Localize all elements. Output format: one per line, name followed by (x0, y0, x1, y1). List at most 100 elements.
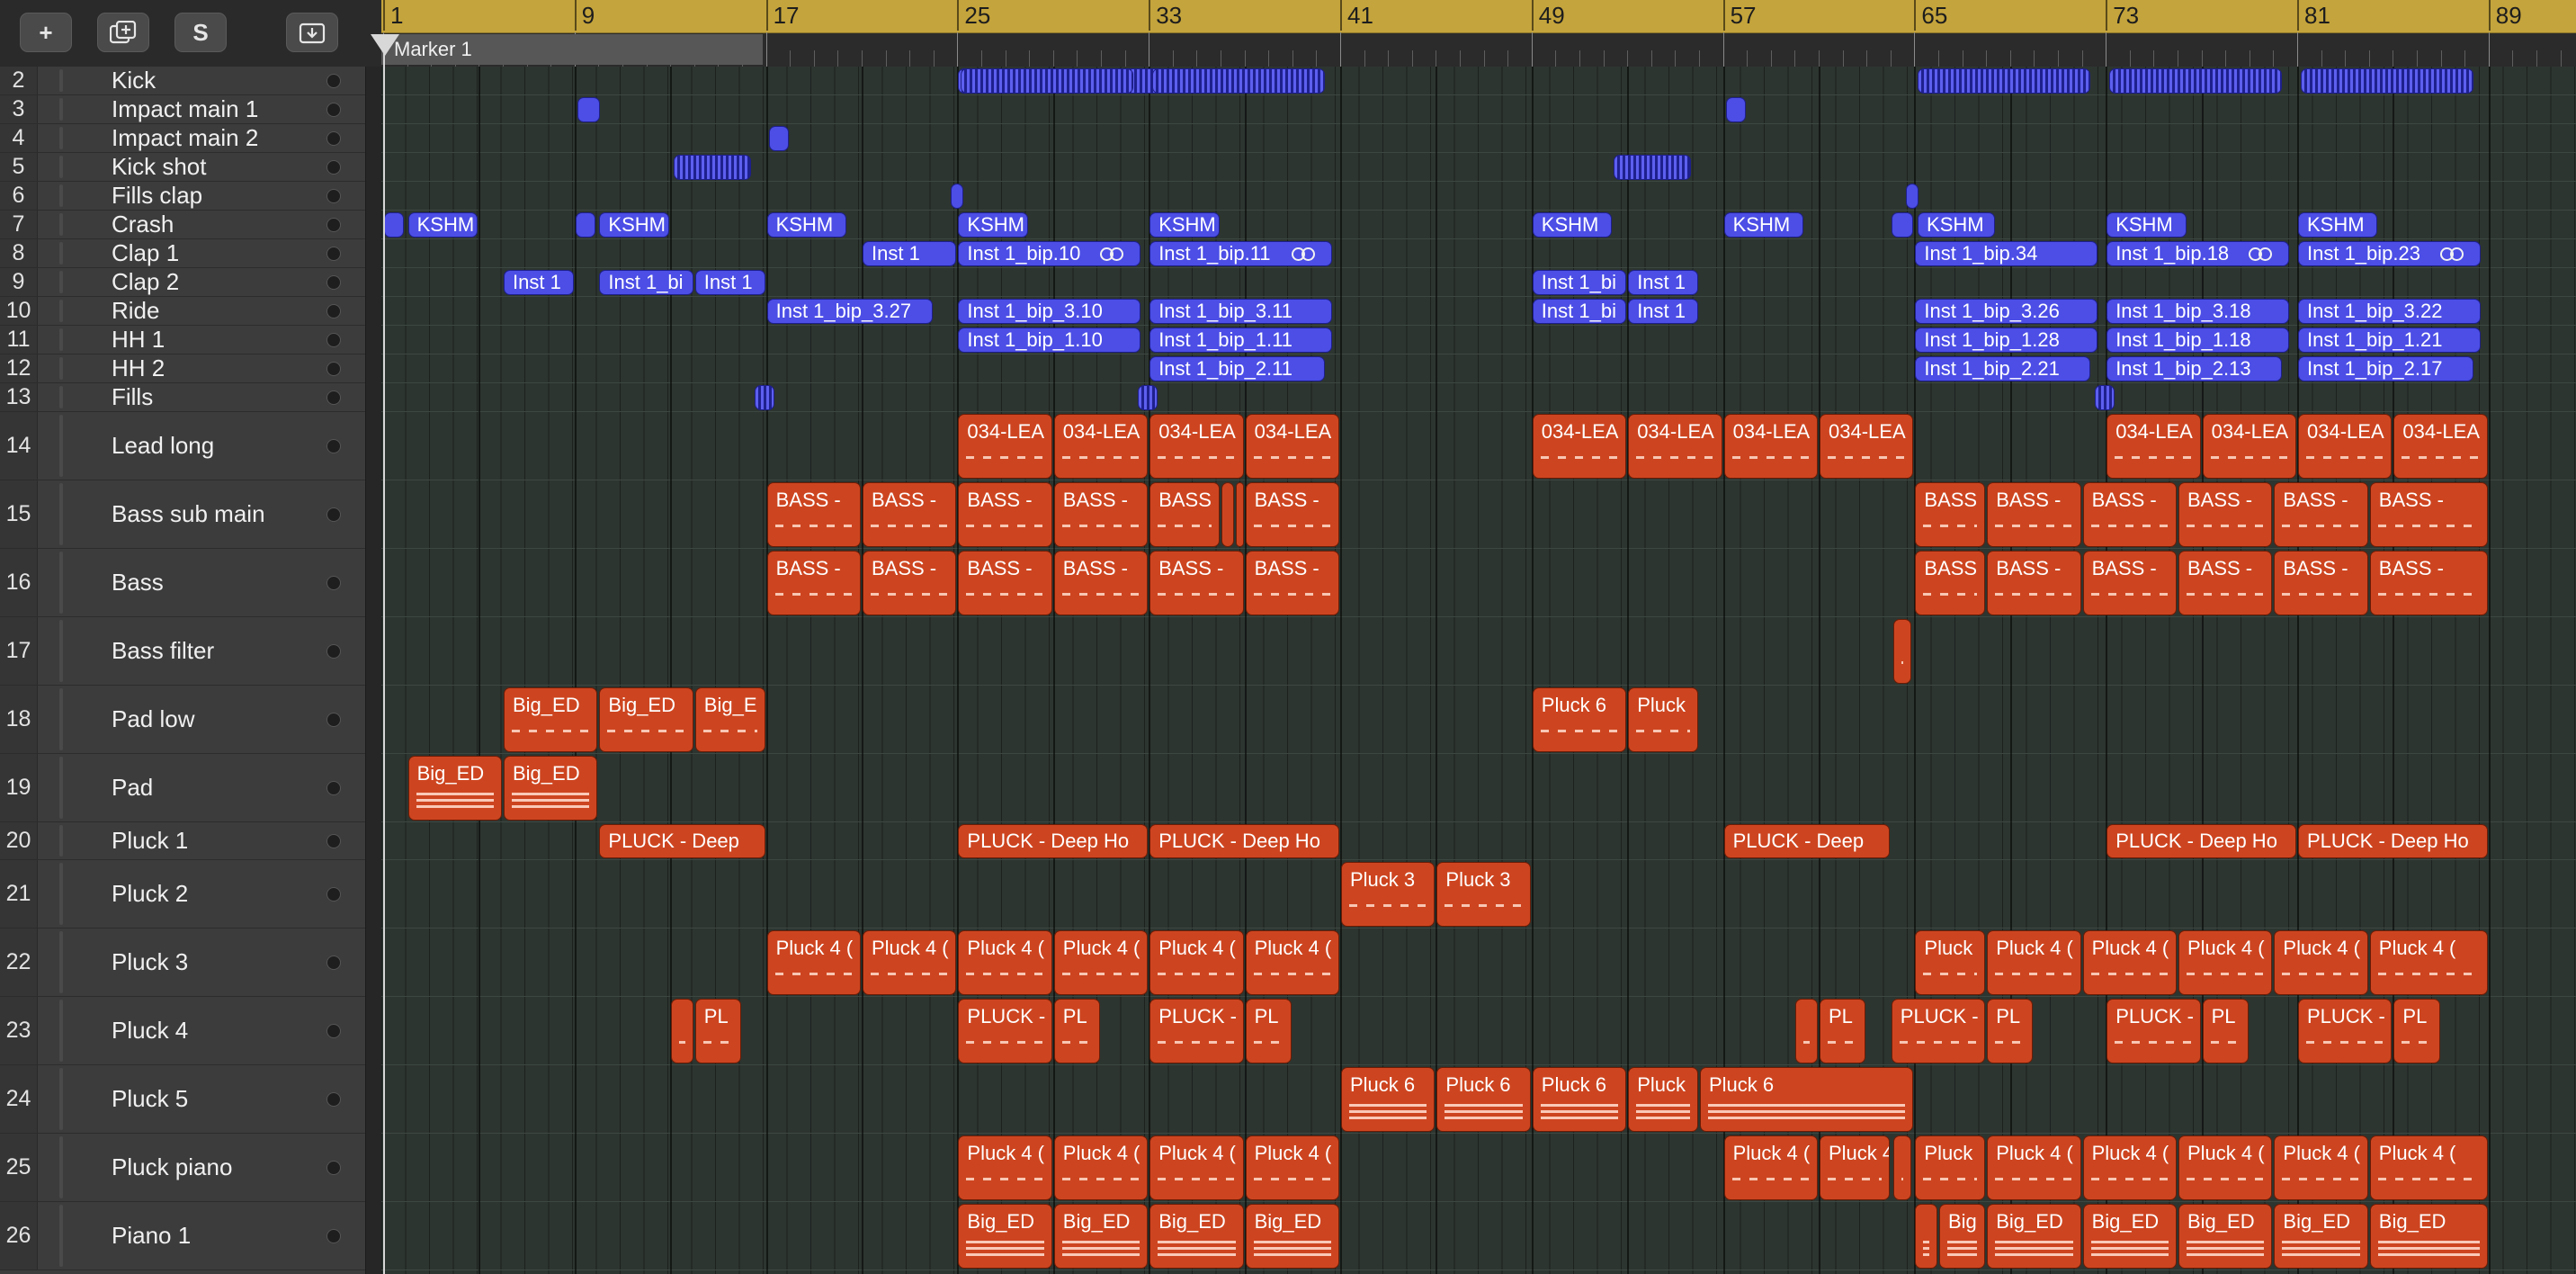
midi-region[interactable]: BASS - (863, 482, 957, 547)
midi-region[interactable]: Pluck 4 ( (2274, 1135, 2368, 1200)
midi-region[interactable]: Pluck 4 ( (1987, 1135, 2081, 1200)
drummer-region[interactable]: Inst 1_bip_1.18 (2106, 327, 2289, 353)
track-name[interactable]: Bass sub main (112, 500, 265, 527)
midi-region[interactable]: BASS - (2082, 482, 2177, 547)
midi-region[interactable]: Pluck 4 ( (1820, 1135, 1890, 1200)
midi-region[interactable]: Pluck 4 ( (958, 1135, 1052, 1200)
midi-region[interactable]: PL (2393, 999, 2440, 1063)
midi-region[interactable]: Pluck 4 ( (1053, 1135, 1149, 1200)
drummer-region[interactable]: Inst 1_bip_2.11 (1149, 356, 1326, 381)
midi-region[interactable]: PL (1053, 999, 1100, 1063)
drummer-region[interactable]: Inst 1_bip_1.11 (1149, 327, 1332, 353)
drummer-region[interactable]: Inst 1_bip_3.18 (2106, 299, 2289, 324)
midi-region[interactable]: Big_ED (1053, 1204, 1149, 1269)
drummer-region[interactable] (769, 126, 790, 151)
drummer-region[interactable]: Inst 1_bip_3.27 (766, 299, 933, 324)
midi-region[interactable]: Pluck 6 (1341, 1067, 1436, 1132)
drummer-region[interactable]: Inst 1_bi (599, 270, 693, 295)
cycle-ruler-bar[interactable] (381, 0, 2576, 33)
drummer-region[interactable]: KSHM (1723, 212, 1804, 238)
midi-region[interactable]: Pluck 6 (1436, 1067, 1531, 1132)
drummer-region[interactable]: Inst 1_bip_1.28 (1915, 327, 2098, 353)
drummer-region[interactable]: KSHM (1918, 212, 1995, 238)
midi-region[interactable]: Pluck 4 ( (766, 930, 861, 995)
track-on-off-icon[interactable] (326, 507, 341, 522)
midi-region[interactable]: BASS - (1987, 482, 2081, 547)
midi-region[interactable]: Big_ED (2178, 1204, 2273, 1269)
midi-region[interactable]: PLUCK - Deep Ho (2298, 824, 2488, 858)
midi-region[interactable] (1893, 1135, 1911, 1200)
drummer-region[interactable] (961, 68, 1134, 94)
drummer-region[interactable]: Inst 1_bip_3.26 (1915, 299, 2098, 324)
midi-region[interactable]: 034-LEA (1053, 414, 1149, 479)
midi-region[interactable]: BASS (1915, 551, 1986, 615)
midi-region[interactable]: PLUCK - (1891, 999, 1986, 1063)
midi-region[interactable] (671, 999, 693, 1063)
drummer-region[interactable]: Inst 1_bip_3.10 (958, 299, 1141, 324)
track-on-off-icon[interactable] (326, 956, 341, 970)
midi-region[interactable]: Pluck 4 ( (2369, 930, 2488, 995)
midi-region[interactable]: Big_ED (599, 687, 693, 752)
track-on-off-icon[interactable] (326, 247, 341, 261)
midi-region[interactable]: Big_ED (958, 1204, 1052, 1269)
track-name[interactable]: Clap 1 (112, 239, 180, 266)
midi-region[interactable]: PLUCK - Deep Ho (958, 824, 1149, 858)
midi-region[interactable]: Big_ED (407, 756, 502, 821)
drummer-region[interactable]: KSHM (958, 212, 1029, 238)
track-on-off-icon[interactable] (326, 103, 341, 117)
drummer-region[interactable]: Inst 1 (504, 270, 574, 295)
drummer-region[interactable] (2300, 68, 2473, 94)
midi-region[interactable]: PLUCK - (1149, 999, 1244, 1063)
playhead-handle[interactable] (371, 34, 399, 56)
midi-region[interactable]: BASS - (2178, 551, 2273, 615)
drummer-region[interactable]: KSHM (1532, 212, 1613, 238)
drummer-region[interactable]: KSHM (766, 212, 847, 238)
track-name[interactable]: Pluck 2 (112, 880, 189, 907)
track-name[interactable]: Fills (112, 383, 154, 410)
midi-region[interactable]: Big_ED (504, 687, 598, 752)
midi-region[interactable]: Pluck 4 ( (1149, 930, 1244, 995)
track-name[interactable]: Lead long (112, 432, 215, 459)
drummer-region[interactable]: Inst 1_bip.11 (1149, 241, 1332, 266)
drummer-region[interactable]: KSHM (2106, 212, 2187, 238)
midi-region[interactable] (1235, 482, 1244, 547)
midi-region[interactable]: Big_ED (1245, 1204, 1339, 1269)
midi-region[interactable]: Big_ED (1149, 1204, 1244, 1269)
track-on-off-icon[interactable] (326, 1024, 341, 1038)
midi-region[interactable]: Pluck 4 ( (1723, 1135, 1818, 1200)
drummer-region[interactable]: Inst 1_bi (1532, 299, 1627, 324)
track-on-off-icon[interactable] (326, 834, 341, 848)
midi-region[interactable]: Pluck 4 ( (2082, 1135, 2177, 1200)
track-on-off-icon[interactable] (326, 390, 341, 405)
drummer-region[interactable]: Inst 1_bip.18 (2106, 241, 2289, 266)
drummer-region[interactable] (1918, 68, 2091, 94)
drummer-region[interactable]: Inst 1 (863, 241, 957, 266)
duplicate-track-button[interactable] (97, 13, 149, 52)
midi-region[interactable]: 034-LEA (2298, 414, 2393, 479)
track-name[interactable]: Ride (112, 297, 160, 324)
midi-region[interactable]: PLUCK - Deep (1723, 824, 1890, 858)
track-name[interactable]: HH 2 (112, 354, 165, 381)
track-on-off-icon[interactable] (326, 74, 341, 88)
track-on-off-icon[interactable] (326, 1161, 341, 1175)
drummer-region[interactable]: Inst 1_bip_2.17 (2298, 356, 2473, 381)
midi-region[interactable]: BASS - (2274, 482, 2368, 547)
drummer-region[interactable]: KSHM (2298, 212, 2378, 238)
track-name[interactable]: Kick (112, 67, 157, 94)
drummer-region[interactable] (1614, 155, 1691, 180)
midi-region[interactable]: BASS - (863, 551, 957, 615)
midi-region[interactable]: Pluck 3 (1436, 862, 1531, 927)
midi-region[interactable]: Pluck (1628, 1067, 1698, 1132)
add-track-button[interactable]: + (20, 13, 72, 52)
track-name[interactable]: Bass (112, 569, 164, 596)
